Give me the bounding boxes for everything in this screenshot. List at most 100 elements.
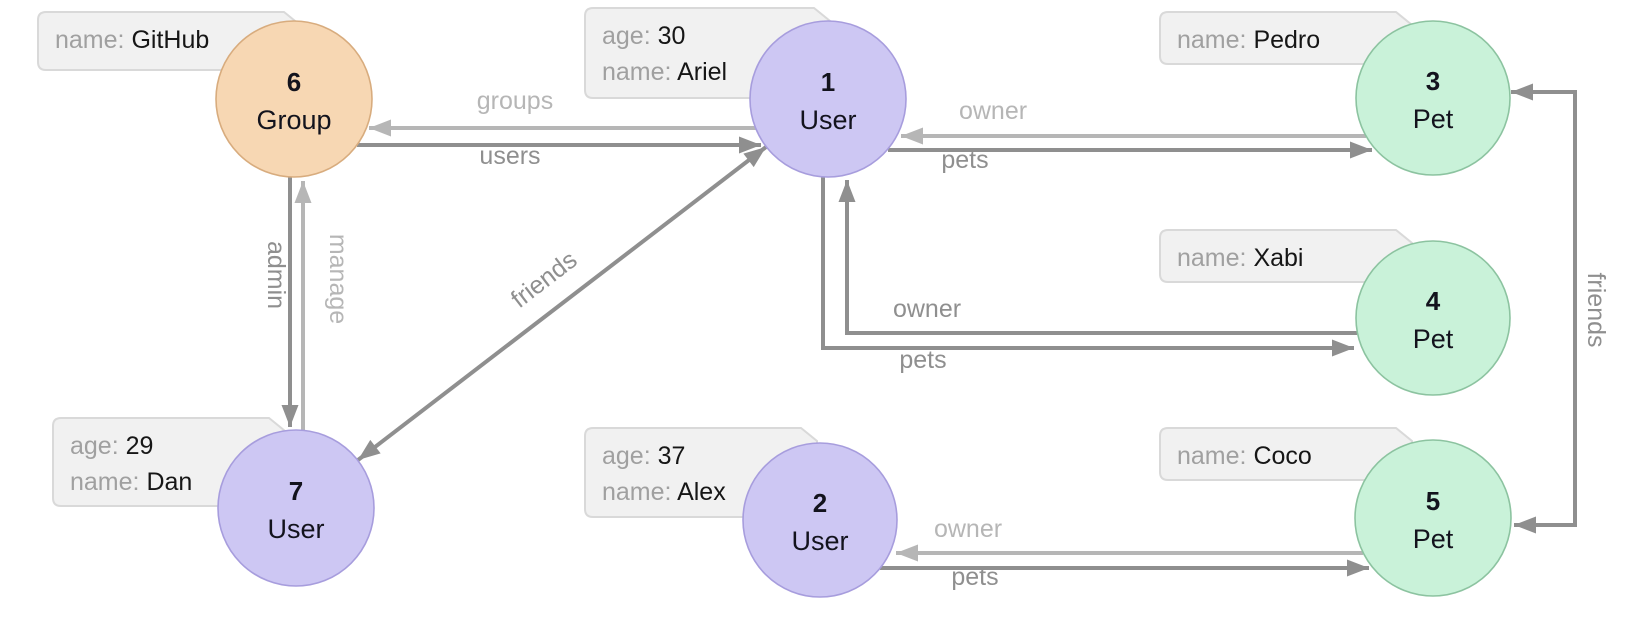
property-value: Ariel — [677, 58, 727, 86]
property-value: Alex — [677, 478, 726, 506]
node-type-label: Pet — [1413, 324, 1454, 354]
edge-admin[interactable]: admin — [262, 177, 299, 427]
edge-friends-1-7[interactable]: friends — [356, 145, 768, 462]
arrowhead-icon — [1350, 141, 1372, 159]
arrowhead-icon — [1332, 339, 1354, 357]
edge-label-owner: owner — [959, 97, 1027, 125]
edge-label-friends: friends — [506, 246, 583, 314]
edge-pets-1-3[interactable]: pets — [888, 141, 1372, 175]
property-text: name: Ariel — [602, 58, 727, 86]
edge-owner-5-2[interactable]: owner — [896, 515, 1363, 562]
property-value: Dan — [146, 468, 192, 496]
arrowhead-icon — [358, 439, 381, 460]
edge-label-pets: pets — [899, 346, 946, 374]
property-text: name: GitHub — [55, 26, 209, 54]
edge-owner-4-1[interactable]: owner — [838, 180, 1358, 335]
node-type-label: Group — [256, 105, 331, 135]
property-value: Coco — [1253, 442, 1311, 470]
edge-pets-1-4[interactable]: pets — [821, 177, 1354, 374]
property-box-node-4: name: Xabi — [1159, 229, 1413, 283]
node-type-label: User — [791, 526, 848, 556]
property-key: name: — [1177, 26, 1253, 54]
arrowhead-icon — [901, 127, 923, 145]
edge-owner-3-1[interactable]: owner — [901, 97, 1366, 145]
property-value: 37 — [658, 442, 686, 470]
node-type-label: Pet — [1413, 524, 1454, 554]
edge-label-pets: pets — [941, 146, 988, 174]
property-key: name: — [602, 478, 677, 506]
edge-pets-2-5[interactable]: pets — [880, 559, 1369, 592]
node-type-label: User — [267, 514, 324, 544]
property-text: age: 29 — [70, 432, 153, 460]
edge-users[interactable]: users — [357, 136, 761, 171]
arrowhead-icon — [838, 180, 856, 202]
edge-line[interactable] — [356, 145, 768, 462]
node-id-label: 3 — [1426, 66, 1440, 96]
node-id-label: 1 — [821, 67, 835, 97]
edge-label-owner: owner — [893, 295, 961, 323]
property-text: age: 37 — [602, 442, 685, 470]
property-key: name: — [70, 468, 146, 496]
node-circle[interactable] — [749, 20, 907, 178]
arrowhead-icon — [739, 136, 761, 154]
node-id-label: 4 — [1426, 286, 1441, 316]
edge-friends-3-5[interactable]: friends — [1511, 83, 1610, 534]
arrowhead-icon — [1511, 83, 1533, 101]
property-key: age: — [602, 22, 658, 50]
edge-label-owner: owner — [934, 515, 1002, 543]
node-id-label: 5 — [1426, 486, 1440, 516]
arrowhead-icon — [369, 119, 391, 137]
edge-line[interactable] — [845, 180, 1357, 335]
node-circle[interactable] — [742, 442, 898, 598]
property-key: name: — [1177, 244, 1253, 272]
property-text: name: Coco — [1177, 442, 1312, 470]
property-value: 29 — [126, 432, 154, 460]
node-circle[interactable] — [1355, 20, 1511, 176]
edge-manage[interactable]: manage — [294, 181, 353, 430]
property-text: name: Alex — [602, 478, 726, 506]
property-text: name: Dan — [70, 468, 192, 496]
arrowhead-icon — [1514, 516, 1536, 534]
node-type-label: Pet — [1413, 104, 1454, 134]
property-key: age: — [70, 432, 126, 460]
arrowhead-icon — [1347, 559, 1369, 577]
property-value: Pedro — [1253, 26, 1320, 54]
property-value: GitHub — [131, 26, 209, 54]
property-value: Xabi — [1253, 244, 1303, 272]
property-box-node-3: name: Pedro — [1159, 11, 1413, 65]
property-key: age: — [602, 442, 658, 470]
property-text: name: Pedro — [1177, 26, 1320, 54]
node-id-label: 7 — [289, 476, 303, 506]
property-text: age: 30 — [602, 22, 685, 50]
property-value: 30 — [658, 22, 686, 50]
property-key: name: — [55, 26, 131, 54]
node-circle[interactable] — [215, 20, 373, 178]
edge-groups[interactable]: groups — [369, 87, 756, 137]
edge-line[interactable] — [1511, 90, 1577, 527]
arrowhead-icon — [294, 181, 312, 203]
edge-label-groups: groups — [477, 87, 553, 115]
arrowhead-icon — [743, 147, 766, 168]
edge-label-pets: pets — [951, 563, 998, 591]
node-circle[interactable] — [217, 429, 375, 587]
node-circle[interactable] — [1354, 439, 1512, 597]
edge-label-admin: admin — [262, 241, 290, 309]
arrowhead-icon — [896, 544, 918, 562]
node-id-label: 6 — [287, 67, 301, 97]
edge-line[interactable] — [821, 177, 1354, 350]
node-id-label: 2 — [813, 488, 827, 518]
edge-label-users: users — [479, 142, 540, 170]
node-circle[interactable] — [1355, 240, 1511, 396]
node-type-label: User — [799, 105, 856, 135]
property-key: name: — [602, 58, 677, 86]
property-box-node-5: name: Coco — [1159, 427, 1413, 481]
